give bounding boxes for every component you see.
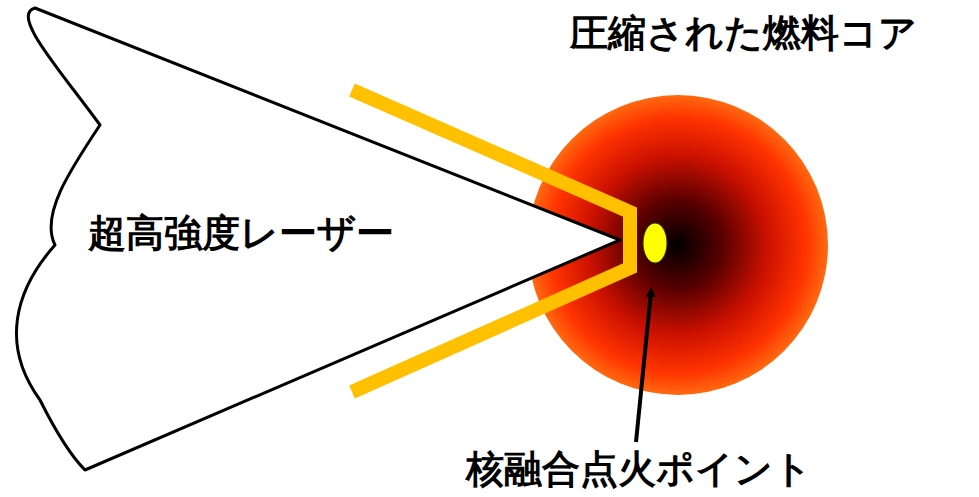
ignition-label: 核融合点火ポイント bbox=[466, 448, 812, 492]
laser-beam bbox=[16, 8, 620, 470]
core-label-box: 圧縮された燃料コア bbox=[570, 12, 917, 56]
laser-label-box: 超高強度レーザー bbox=[88, 212, 394, 256]
node-text: 超高強度レーザー bbox=[88, 212, 394, 256]
leader-arrow bbox=[636, 292, 651, 442]
ignition-spot bbox=[643, 223, 667, 263]
node-text: 圧縮された燃料コア bbox=[570, 12, 917, 56]
